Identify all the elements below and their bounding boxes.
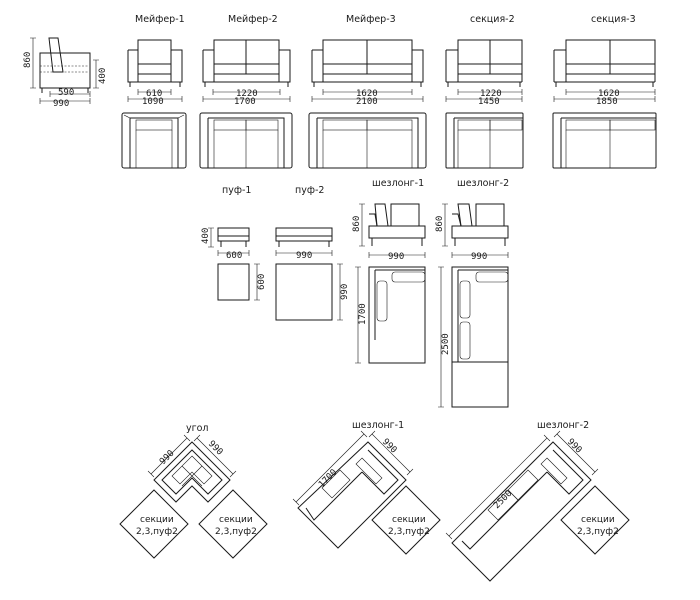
s2-inner-label: 1220	[480, 89, 502, 99]
ch2-w-label: 990	[471, 252, 487, 262]
mayfer2-group: Мейфер-2 1220 1700	[199, 14, 293, 169]
m2-inner-label: 1220	[236, 89, 258, 99]
ch2-len-label: 2500	[441, 333, 451, 355]
puf2-title: пуф-2	[295, 185, 324, 196]
chaise2-title: шезлонг-2	[457, 178, 509, 189]
side-depth-label: 990	[53, 99, 69, 109]
chaise2-group: шезлонг-2 860 990 2500	[435, 178, 509, 408]
lay1-note-line2: 2,3,пуф2	[388, 527, 430, 537]
puf1-d-label: 600	[257, 274, 267, 290]
ch2-h-label: 860	[435, 216, 445, 232]
s3-total-label: 1850	[596, 97, 618, 107]
lay1-len-label: 1700	[317, 468, 339, 490]
m2-total-label: 1700	[234, 97, 256, 107]
side-seat-label: 400	[98, 68, 108, 84]
m3-total-label: 2100	[356, 97, 378, 107]
puf2-w-label: 990	[296, 251, 312, 261]
puf1-group: пуф-1 400 600 600	[201, 185, 267, 301]
ch1-h-label: 860	[352, 216, 362, 232]
chaise1-title: шезлонг-1	[372, 178, 424, 189]
puf1-h-label: 400	[201, 228, 211, 244]
layout-ch1-title: шезлонг-1	[352, 420, 404, 431]
ch1-len-label: 1700	[358, 303, 368, 325]
puf2-group: пуф-2 990 990	[275, 185, 350, 321]
mayfer1-title: Мейфер-1	[135, 14, 185, 25]
corner-note1-line2: 2,3,пуф2	[136, 527, 178, 537]
chaise2-layout: шезлонг-2 2500 990 секции 2,3,пуф2	[445, 420, 630, 582]
s3-inner-label: 1620	[598, 89, 620, 99]
mayfer3-group: Мейфер-3 1620 2100	[308, 14, 427, 169]
section2-title: секция-2	[470, 14, 515, 25]
side-view: 860 400 590 990	[23, 37, 108, 109]
lay2-note-line1: секции	[581, 515, 615, 525]
puf1-w-label: 600	[226, 251, 242, 261]
chaise1-layout: шезлонг-1 1700 990 секции 2,3,пуф2	[292, 420, 441, 555]
mayfer3-title: Мейфер-3	[346, 14, 396, 25]
m3-inner-label: 1620	[356, 89, 378, 99]
mayfer2-title: Мейфер-2	[228, 14, 278, 25]
mayfer1-group: Мейфер-1 610 1090	[121, 14, 187, 169]
lay1-w-label: 990	[380, 437, 399, 456]
lay2-note-line2: 2,3,пуф2	[577, 527, 619, 537]
corner-layout: угол 990 990 секции 2,3,пуф2 секции 2,3,…	[119, 423, 268, 559]
chaise1-group: шезлонг-1 860 990 1700	[352, 178, 426, 364]
corner-note2-line1: секции	[219, 515, 253, 525]
s2-total-label: 1450	[478, 97, 500, 107]
puf1-title: пуф-1	[222, 185, 251, 196]
layout-ch2-title: шезлонг-2	[537, 420, 589, 431]
side-inner-label: 590	[58, 88, 74, 98]
side-height-label: 860	[23, 52, 33, 68]
lay2-w-label: 990	[565, 437, 584, 456]
lay1-note-line1: секции	[392, 515, 426, 525]
m1-inner-label: 610	[146, 89, 162, 99]
corner-b-label: 990	[206, 439, 225, 458]
section3-group: секция-3 1620 1850	[552, 14, 657, 169]
ch1-w-label: 990	[388, 252, 404, 262]
corner-note2-line2: 2,3,пуф2	[215, 527, 257, 537]
corner-note1-line1: секции	[140, 515, 174, 525]
puf2-d-label: 990	[340, 284, 350, 300]
section2-group: секция-2 1220 1450	[445, 14, 524, 169]
corner-title: угол	[186, 423, 209, 434]
m1-total-label: 1090	[142, 97, 164, 107]
section3-title: секция-3	[591, 14, 636, 25]
